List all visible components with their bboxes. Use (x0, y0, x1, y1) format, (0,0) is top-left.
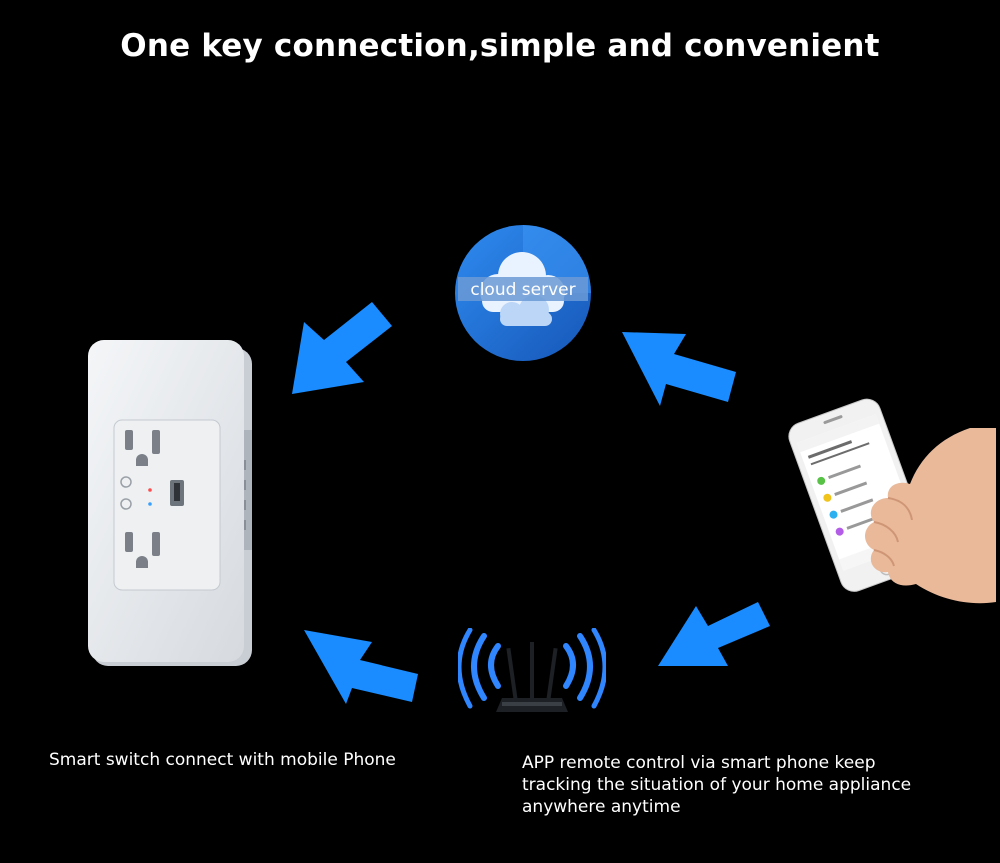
caption-right-line: tracking the situation of your home appl… (522, 775, 912, 795)
page-title: One key connection,simple and convenient (120, 28, 880, 64)
arrow-icon (292, 302, 392, 394)
smartphone-in-hand (788, 398, 996, 604)
caption-left: Smart switch connect with mobile Phone (49, 750, 396, 770)
smart-outlet (88, 340, 252, 666)
cloud-label: cloud server (470, 280, 575, 300)
arrow-icon (304, 630, 418, 704)
wifi-router-icon (458, 628, 606, 712)
caption-right-line: APP remote control via smart phone keep (522, 753, 876, 773)
arrow-icon (622, 332, 736, 406)
arrow-icon (658, 602, 770, 666)
caption-right: APP remote control via smart phone keep … (522, 752, 992, 818)
cloud-icon: cloud server (455, 225, 591, 361)
caption-right-line: anywhere anytime (522, 797, 681, 817)
